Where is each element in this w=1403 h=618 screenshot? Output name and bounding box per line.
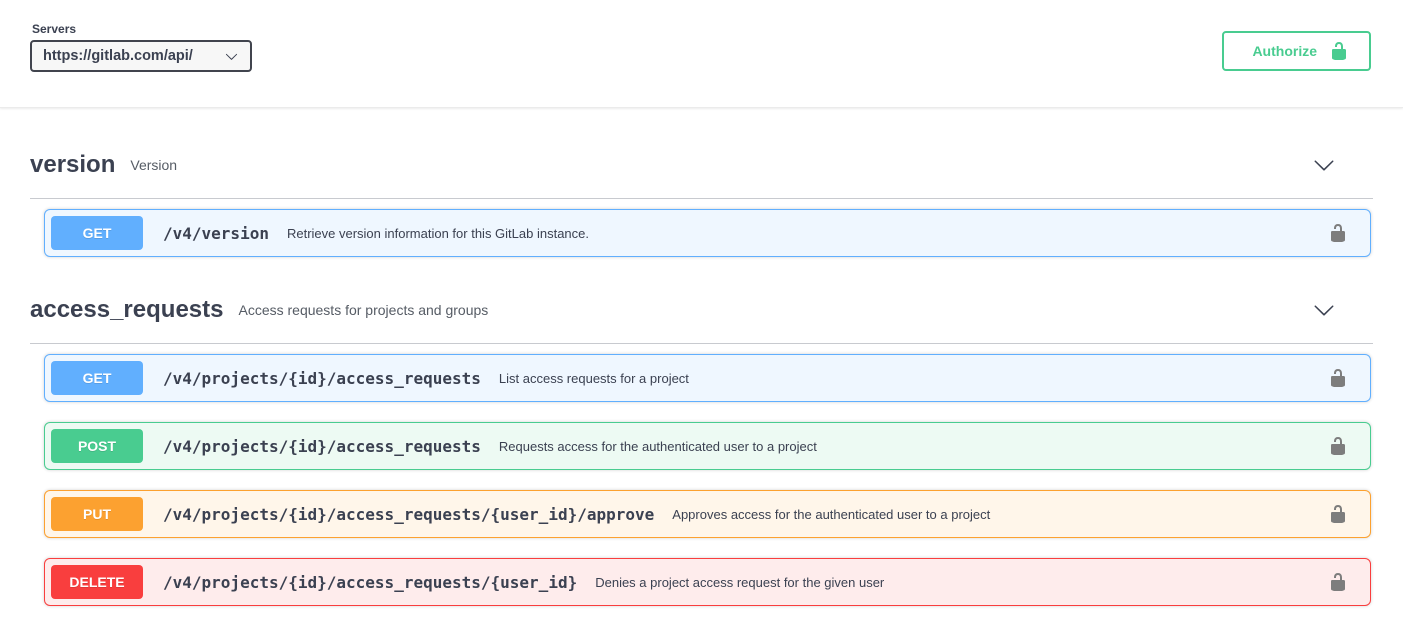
operation-path: /v4/projects/{id}/access_requests/{user_…	[163, 572, 578, 592]
scheme-container: Servers https://gitlab.com/api/ Authoriz…	[0, 0, 1403, 108]
section-header-access-requests[interactable]: access_requests Access requests for proj…	[30, 277, 1373, 344]
section-description: Access requests for projects and groups	[238, 302, 489, 318]
servers-selected-value: https://gitlab.com/api/	[43, 48, 193, 64]
operation-row: GET /v4/projects/{id}/access_requests Li…	[44, 354, 1371, 402]
chevron-down-icon[interactable]	[1313, 154, 1335, 176]
operation-row: POST /v4/projects/{id}/access_requests R…	[44, 422, 1371, 470]
operation-summary[interactable]: GET /v4/version Retrieve version informa…	[45, 210, 1370, 256]
authorize-button-label: Authorize	[1252, 43, 1317, 59]
authorization-lock-button[interactable]	[1324, 219, 1352, 247]
method-badge: DELETE	[51, 565, 143, 599]
api-content: version Version GET /v4/version Retrieve…	[0, 132, 1403, 606]
operation-summary[interactable]: DELETE /v4/projects/{id}/access_requests…	[45, 559, 1370, 605]
lock-open-icon	[1328, 368, 1348, 388]
lock-open-icon	[1328, 572, 1348, 592]
operation-row: GET /v4/version Retrieve version informa…	[44, 209, 1371, 257]
operation-row: PUT /v4/projects/{id}/access_requests/{u…	[44, 490, 1371, 538]
operation-path: /v4/projects/{id}/access_requests	[163, 436, 481, 456]
operation-path: /v4/version	[163, 223, 269, 243]
operation-summary[interactable]: PUT /v4/projects/{id}/access_requests/{u…	[45, 491, 1370, 537]
operation-description: Approves access for the authenticated us…	[672, 506, 991, 522]
authorization-lock-button[interactable]	[1324, 432, 1352, 460]
chevron-down-icon	[225, 50, 238, 63]
section-title: version	[30, 151, 116, 178]
authorization-lock-button[interactable]	[1324, 364, 1352, 392]
operation-description: List access requests for a project	[498, 370, 689, 386]
operation-description: Denies a project access request for the …	[595, 574, 885, 590]
authorization-lock-button[interactable]	[1324, 568, 1352, 596]
section-description: Version	[130, 157, 178, 173]
section-header-version[interactable]: version Version	[30, 132, 1373, 199]
operation-path: /v4/projects/{id}/access_requests	[163, 368, 481, 388]
lock-open-icon	[1328, 223, 1348, 243]
operation-summary[interactable]: GET /v4/projects/{id}/access_requests Li…	[45, 355, 1370, 401]
method-badge: POST	[51, 429, 143, 463]
authorization-lock-button[interactable]	[1324, 500, 1352, 528]
section-access-requests: access_requests Access requests for proj…	[30, 277, 1373, 606]
servers-block: Servers https://gitlab.com/api/	[30, 22, 252, 72]
operation-row: DELETE /v4/projects/{id}/access_requests…	[44, 558, 1371, 606]
operation-description: Retrieve version information for this Gi…	[286, 225, 589, 241]
method-badge: GET	[51, 216, 143, 250]
servers-label: Servers	[32, 22, 77, 36]
lock-open-icon	[1329, 41, 1349, 61]
section-title: access_requests	[30, 296, 224, 323]
method-badge: GET	[51, 361, 143, 395]
method-badge: PUT	[51, 497, 143, 531]
lock-open-icon	[1328, 504, 1348, 524]
operation-summary[interactable]: POST /v4/projects/{id}/access_requests R…	[45, 423, 1370, 469]
section-version: version Version GET /v4/version Retrieve…	[30, 132, 1373, 257]
servers-select[interactable]: https://gitlab.com/api/	[30, 40, 252, 72]
chevron-down-icon[interactable]	[1313, 299, 1335, 321]
lock-open-icon	[1328, 436, 1348, 456]
operation-path: /v4/projects/{id}/access_requests/{user_…	[163, 504, 655, 524]
operation-description: Requests access for the authenticated us…	[498, 438, 817, 454]
authorize-button[interactable]: Authorize	[1222, 31, 1371, 71]
